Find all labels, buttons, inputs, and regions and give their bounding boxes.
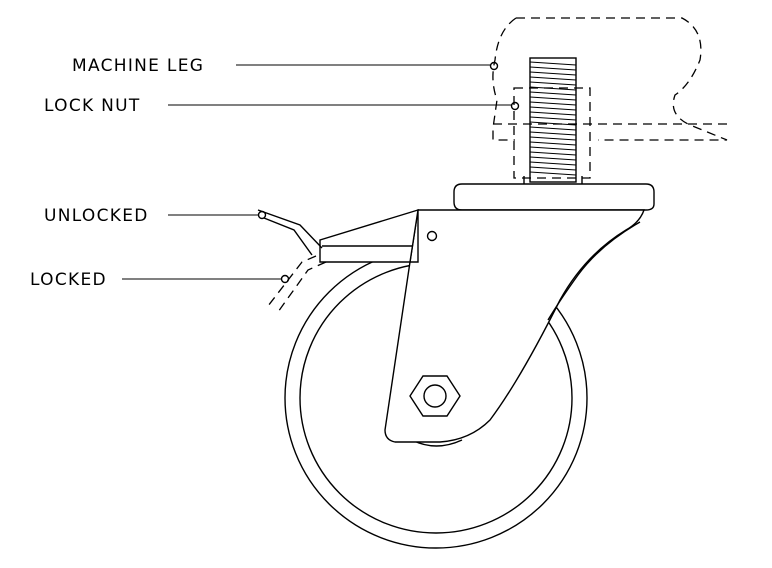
- machine-leg-outline: [492, 17, 730, 141]
- label-machine-leg: MACHINE LEG: [72, 56, 204, 76]
- brake-housing: [319, 209, 419, 263]
- threaded-stud: [518, 57, 588, 187]
- brake-lever-locked: [267, 255, 327, 313]
- label-unlocked: UNLOCKED: [44, 206, 149, 226]
- label-locked: LOCKED: [30, 270, 107, 290]
- axle-nut: [409, 375, 461, 417]
- top-plate: [453, 183, 655, 211]
- label-lock-nut: LOCK NUT: [44, 96, 141, 116]
- brake-lever-unlocked: [257, 209, 323, 256]
- leader-machine-leg: [236, 61, 499, 71]
- leader-lock-nut: [168, 101, 520, 111]
